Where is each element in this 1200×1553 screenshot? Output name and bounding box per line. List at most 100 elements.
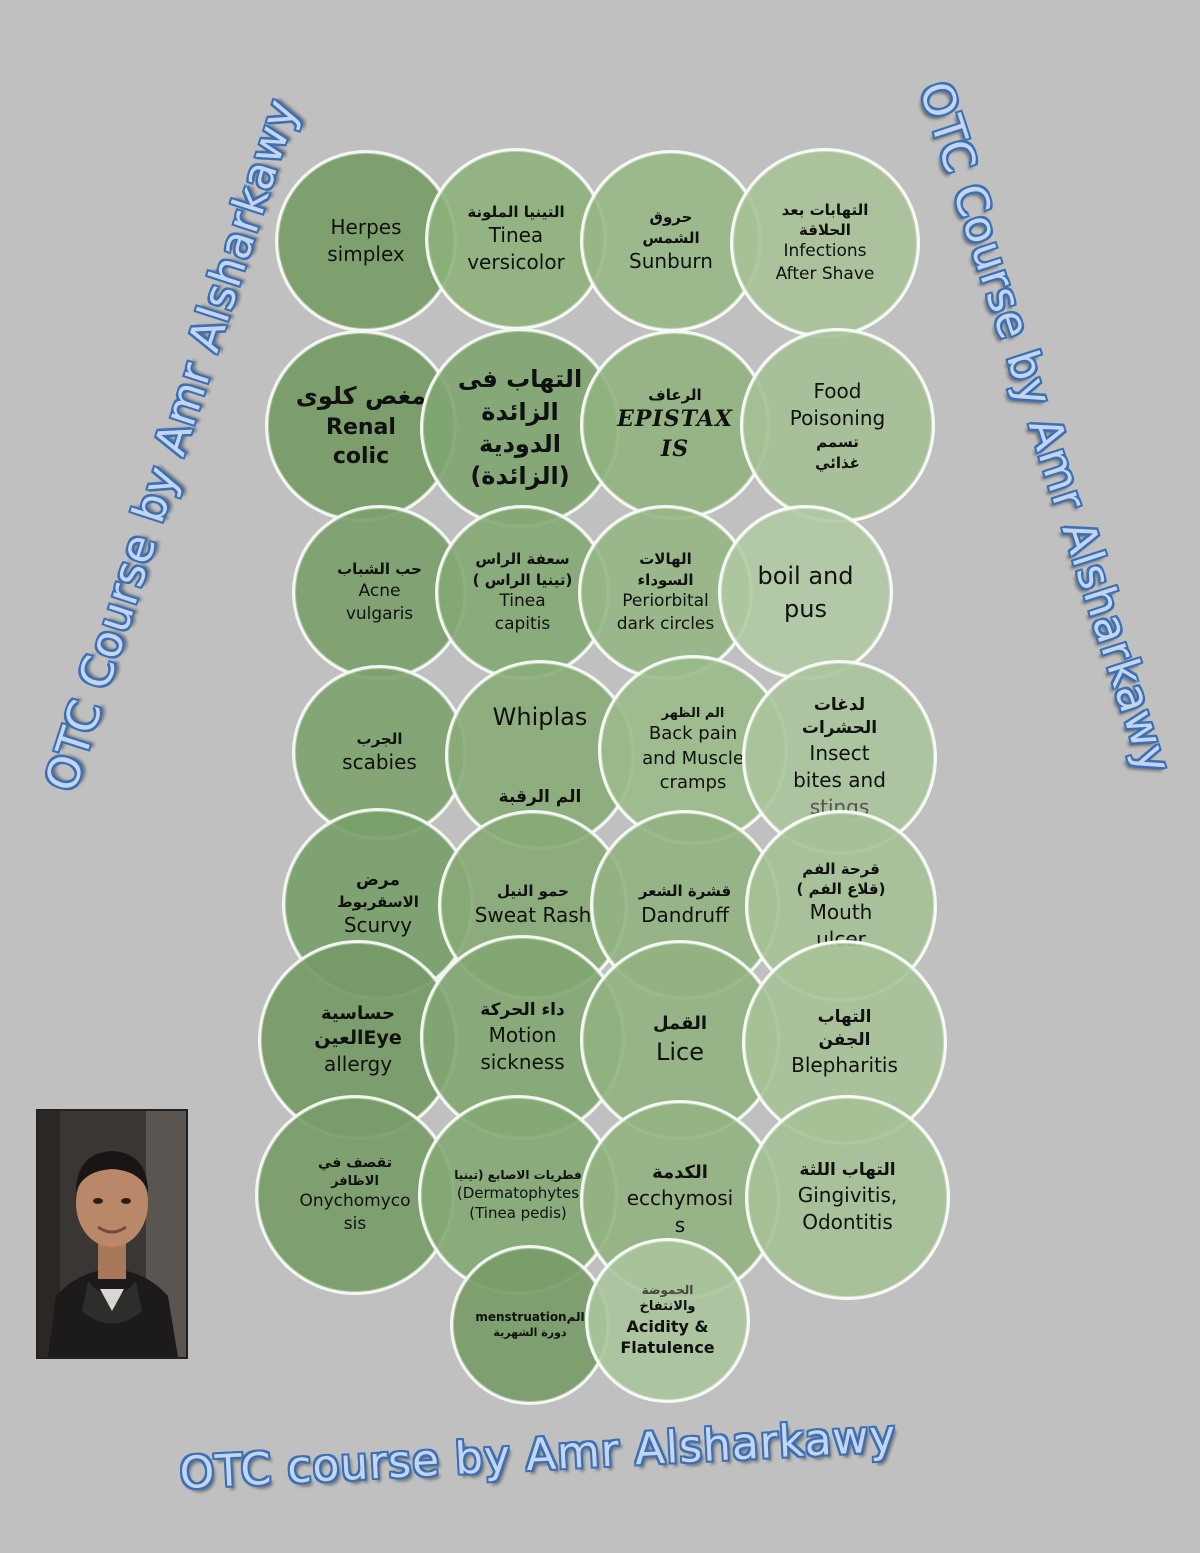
topic-en: Poisoning — [789, 406, 886, 431]
topic-ar: الجفن — [818, 1030, 871, 1050]
topic-en: (Tinea pedis) — [469, 1204, 567, 1223]
topic-ar: حمو النيل — [497, 882, 569, 901]
topic-ar: الشمس — [642, 228, 700, 247]
topic-ar: الجرب — [356, 729, 403, 748]
topic-en: Infections — [783, 241, 867, 262]
bubble-gingivitis: التهاب اللثة Gingivitis, Odontitis — [745, 1095, 950, 1300]
topic-en: pus — [784, 594, 827, 623]
topic-en: Renal — [326, 414, 396, 440]
topic-en: cramps — [659, 771, 727, 793]
topic-ar: حروق — [649, 208, 693, 227]
topic-en: Periorbital — [622, 590, 709, 611]
topic-en: allergy — [323, 1052, 393, 1077]
topic-en: Lice — [656, 1037, 704, 1066]
topic-ar: الزائدة — [481, 397, 559, 426]
topic-ar: سعفة الراس — [475, 550, 570, 569]
topic-ar: التهابات بعد — [781, 200, 869, 219]
topic-ar: الاسقربوط — [337, 892, 419, 911]
topic-en: Acidity & — [626, 1316, 709, 1336]
topic-en: sis — [343, 1214, 367, 1235]
topic-ar: (الزائدة) — [470, 462, 570, 491]
topic-en: and Muscle — [642, 747, 744, 769]
topic-en: EPISTAX — [617, 406, 733, 433]
watermark-bottom: OTC course by Amr Alsharkawy — [178, 1410, 898, 1500]
topic-en: Food — [813, 379, 862, 404]
topic-ar: السوداء — [637, 570, 694, 589]
topic-en: menstruationالم — [475, 1310, 585, 1325]
topic-ar: الدودية — [479, 430, 561, 458]
topic-ar: الرعاف — [648, 386, 702, 405]
topic-ar: فطريات الاصابع (تينيا — [454, 1167, 582, 1182]
bubble-acidity-flatulence: الحموضة والانتفاخ Acidity & Flatulence — [585, 1238, 750, 1403]
topic-en: capitis — [494, 613, 551, 634]
topic-ar: تقصف في — [317, 1154, 392, 1171]
topic-en: Blepharitis — [791, 1052, 898, 1077]
topic-en: bites and — [793, 767, 886, 792]
bubble-insect-bites: لدغات الحشرات Insect bites and stings — [742, 660, 937, 855]
bubble-infections-after-shave: التهابات بعد الحلاقة Infections After Sh… — [730, 148, 920, 338]
bubble-onychomycosis: تقصف في الاظافر Onychomyco sis — [255, 1095, 455, 1295]
topic-en: After Shave — [775, 264, 875, 285]
bubble-epistaxis: الرعاف EPISTAX IS — [580, 330, 770, 520]
topic-en: Tinea — [499, 590, 546, 611]
bubble-menstruation: menstruationالم دورة الشهرية — [450, 1245, 610, 1405]
topic-en: Acne — [358, 580, 401, 601]
topic-ar: ( تينيا الراس) — [472, 570, 573, 589]
topic-ar: مرض — [356, 869, 400, 890]
topic-en: dark circles — [616, 613, 715, 634]
topic-en: Gingivitis, — [797, 1182, 898, 1207]
topic-en: Sweat Rash — [474, 902, 592, 927]
topic-ar: التهاب اللثة — [799, 1160, 896, 1181]
topic-en: sickness — [480, 1049, 565, 1074]
topic-ar: ( قلاع الفم) — [796, 880, 886, 898]
topic-ar: دورة الشهرية — [493, 1325, 567, 1339]
bubble-appendicitis: التهاب فى الزائدة الدودية (الزائدة) — [420, 328, 620, 528]
topic-en: Motion — [488, 1022, 557, 1047]
topic-ar: غذائي — [815, 453, 860, 472]
watermark-right: OTC Course by Amr Alsharkawy — [908, 75, 1182, 781]
topic-ar: الم الظهر — [661, 705, 725, 721]
topic-en: scabies — [342, 750, 417, 775]
topic-ar: لدغات — [813, 695, 866, 716]
topic-ar: الحلاقة — [799, 221, 851, 240]
topic-en: boil and — [757, 562, 854, 591]
topic-ar: الاظافر — [331, 1173, 379, 1189]
topic-en: (Dermatophytes — [456, 1183, 580, 1202]
topic-ar: حب الشباب — [337, 560, 422, 579]
bubble-boil-and-pus: boil and pus — [718, 505, 893, 680]
topic-ar: مغص كلوى — [295, 382, 427, 411]
topic-en: ecchymosi — [626, 1186, 734, 1211]
topic-en: Onychomyco — [299, 1191, 411, 1212]
topic-ar: الم الرقبة — [498, 786, 582, 807]
topic-ar: داء الحركة — [480, 1000, 565, 1021]
topic-ar: التينيا الملونة — [467, 202, 565, 221]
topic-en: Mouth — [809, 900, 873, 925]
topic-en: Back pain — [648, 723, 738, 745]
topic-en: vulgaris — [345, 603, 414, 624]
bubble-food-poisoning: Food Poisoning تسمم غذائي — [740, 328, 935, 523]
bubble-blepharitis: التهاب الجفن Blepharitis — [742, 940, 947, 1145]
topic-en: IS — [660, 436, 690, 463]
topic-en: versicolor — [467, 250, 565, 275]
topic-en: Scurvy — [343, 913, 413, 938]
topic-ar: القمل — [652, 1012, 708, 1034]
topic-ar: تسمم — [816, 433, 859, 452]
topic-ar: قشرة الشعر — [638, 882, 732, 901]
topic-en: Dandruff — [641, 902, 729, 927]
topic-en: Tinea — [488, 223, 544, 248]
topic-ar: قرحة الفم — [802, 859, 880, 878]
topic-ar: التهاب فى — [457, 365, 583, 394]
topic-ar: والانتفاخ — [639, 1299, 696, 1315]
topic-en: colic — [332, 444, 390, 470]
topic-en: Odontitis — [802, 1209, 893, 1234]
author-photo — [36, 1109, 188, 1359]
topic-ar: التهاب — [817, 1007, 872, 1028]
topic-ar: الهالات — [639, 550, 692, 569]
topic-en: simplex — [327, 242, 405, 266]
topic-ar: العينEye — [314, 1026, 402, 1049]
topic-en: Herpes — [330, 215, 402, 239]
topic-ar: الحموضة — [641, 1283, 694, 1298]
topic-en: s — [674, 1213, 686, 1238]
topic-en: Whiplas — [492, 703, 588, 732]
topic-ar: الحشرات — [801, 718, 878, 738]
